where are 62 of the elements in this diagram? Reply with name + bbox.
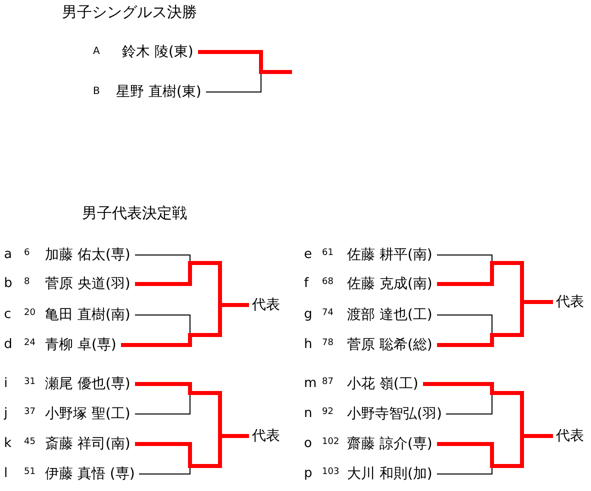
player-name: 小野寺智弘(羽) [347,406,453,422]
entry-letter: A [93,45,100,59]
seed-number: 74 [322,307,334,320]
seed-number: 68 [322,276,334,289]
player-name: 齋藤 諒介(専) [347,436,453,452]
heading: 男子代表決定戦 [82,205,187,221]
seed-number: 78 [322,337,334,350]
entry-letter: b [4,276,12,292]
entry-letter: f [304,276,309,292]
seed-number: 31 [24,376,36,389]
bracket-line [437,300,553,347]
entry-letter: c [4,307,12,323]
seed-number: 37 [24,406,36,419]
player-name: 小花 嶺(工) [347,376,453,392]
entry-letter: e [304,247,312,263]
bracket-line [121,303,249,347]
bracket-line [198,50,292,74]
seed-number: 102 [322,436,340,449]
player-name: 菅原 聡希(総) [347,337,453,353]
player-name: 佐藤 克成(南) [347,276,453,292]
entry-letter: o [304,436,312,452]
player-name: 鈴木 陵(東) [122,44,220,60]
entry-letter: g [304,307,312,323]
seed-number: 103 [322,466,340,479]
entry-letter: B [93,85,100,99]
player-name: 伊藤 真悟 (専) [45,466,149,482]
entry-letter: a [4,247,12,263]
result-label: 代表 [556,294,584,310]
player-name: 瀬尾 優也(専) [45,376,149,392]
seed-number: 87 [322,376,334,389]
player-name: 小野塚 聖(工) [45,406,149,422]
entry-letter: h [304,337,312,353]
player-name: 大川 和則(加) [347,466,453,482]
player-name: 佐藤 耕平(南) [347,247,453,263]
result-label: 代表 [252,297,280,313]
seed-number: 92 [322,406,334,419]
entry-letter: m [304,376,317,392]
player-name: 加藤 佑太(専) [45,247,149,263]
seed-number: 20 [24,307,36,320]
player-name: 星野 直樹(東) [116,84,223,100]
entry-letter: j [4,406,8,422]
seed-number: 24 [24,337,36,350]
entry-letter: i [4,376,8,392]
seed-number: 45 [24,436,36,449]
seed-number: 6 [24,247,30,260]
bracket-line [437,434,553,468]
player-name: 青柳 卓(専) [45,337,149,353]
seed-number: 51 [24,466,36,479]
player-name: 菅原 央道(羽) [45,276,149,292]
entry-letter: l [4,466,8,482]
entry-letter: p [304,466,312,482]
heading: 男子シングルス決勝 [62,4,197,20]
player-name: 渡部 達也(工) [347,307,453,323]
player-name: 斎藤 祥司(南) [45,436,149,452]
entry-letter: k [4,436,12,452]
result-label: 代表 [556,428,584,444]
entry-letter: d [4,337,12,353]
entry-letter: n [304,406,312,422]
seed-number: 8 [24,276,30,289]
player-name: 亀田 直樹(南) [45,307,149,323]
seed-number: 61 [322,247,334,260]
result-label: 代表 [252,428,280,444]
